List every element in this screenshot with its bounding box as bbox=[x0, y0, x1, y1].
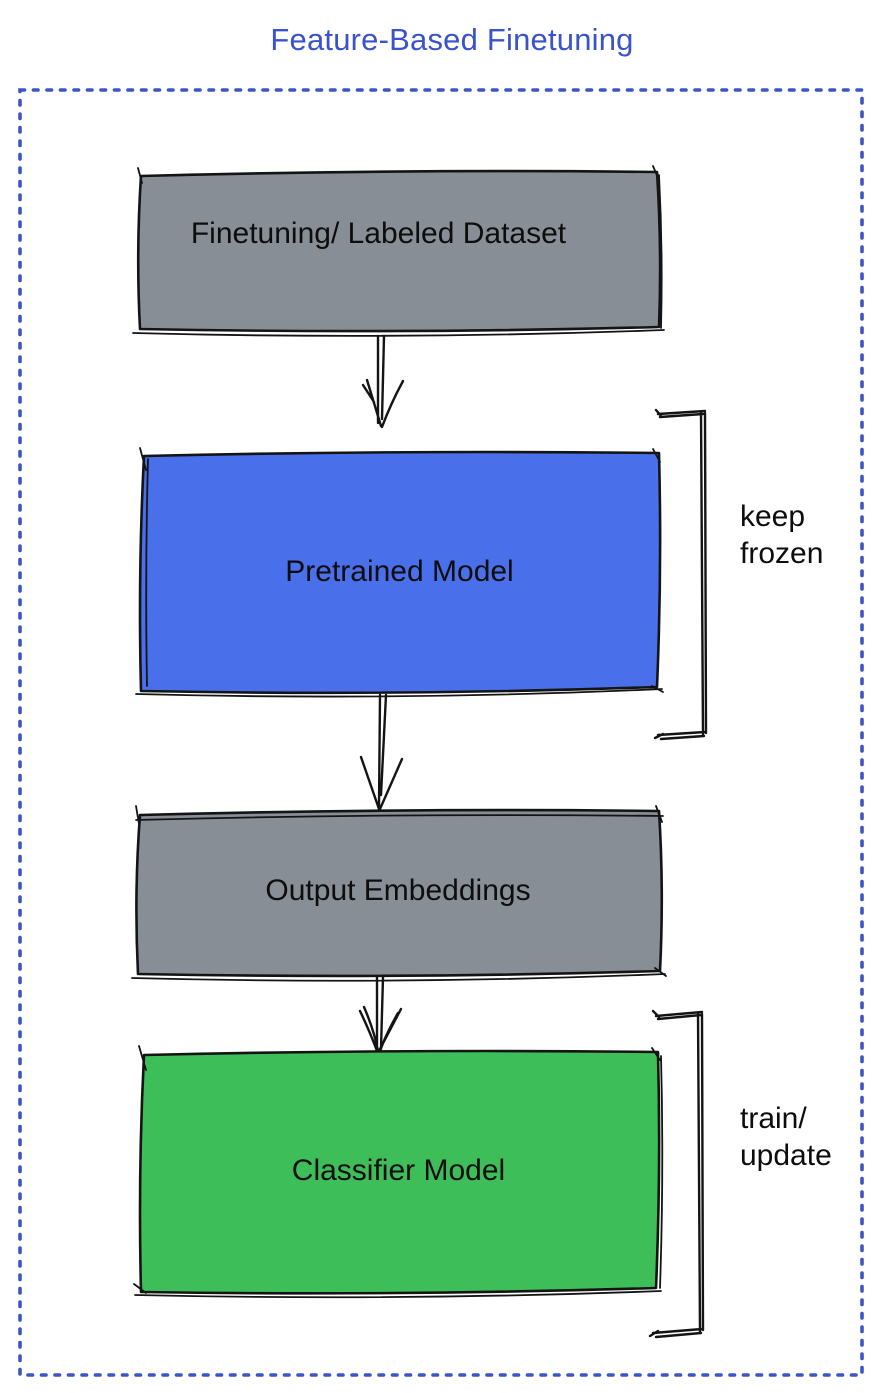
node-classifier-sketch-lines bbox=[133, 1045, 664, 1299]
node-label-dataset: Finetuning/ Labeled Dataset bbox=[190, 217, 567, 250]
node-label-embeddings: Output Embeddings bbox=[265, 874, 531, 907]
node-dataset-box bbox=[132, 165, 665, 337]
node-pretrained-sketch-lines bbox=[135, 447, 664, 698]
annotation-train-update: train/ update bbox=[740, 1100, 832, 1174]
annotation-keep-frozen-line2: frozen bbox=[740, 537, 824, 570]
arrow-dataset-to-pretrained bbox=[361, 334, 405, 429]
diagram-title: Feature-Based Finetuning bbox=[270, 22, 634, 57]
node-dataset-sketch-lines bbox=[132, 165, 665, 337]
node-classifier-shape bbox=[138, 1049, 661, 1295]
train-update-bracket bbox=[648, 1009, 705, 1339]
annotation-keep-frozen: keep frozen bbox=[740, 498, 823, 572]
node-pretrained-box bbox=[135, 447, 664, 698]
annotation-train-update-line2: update bbox=[740, 1139, 832, 1172]
node-label-classifier: Classifier Model bbox=[291, 1154, 506, 1187]
keep-frozen-bracket bbox=[653, 408, 708, 741]
annotation-keep-frozen-line1: keep bbox=[740, 500, 806, 533]
dotted-frame bbox=[18, 88, 864, 1377]
node-label-pretrained: Pretrained Model bbox=[285, 555, 514, 588]
arrow-embeddings-to-classifier bbox=[358, 975, 403, 1053]
annotation-train-update-line1: train/ bbox=[740, 1102, 807, 1135]
node-dataset-shape bbox=[136, 169, 662, 333]
node-classifier-box bbox=[133, 1045, 664, 1299]
node-embeddings-sketch-lines bbox=[131, 805, 667, 982]
node-embeddings-box bbox=[131, 805, 667, 982]
arrow-pretrained-to-embeddings bbox=[359, 693, 404, 811]
node-pretrained-shape bbox=[138, 450, 662, 695]
